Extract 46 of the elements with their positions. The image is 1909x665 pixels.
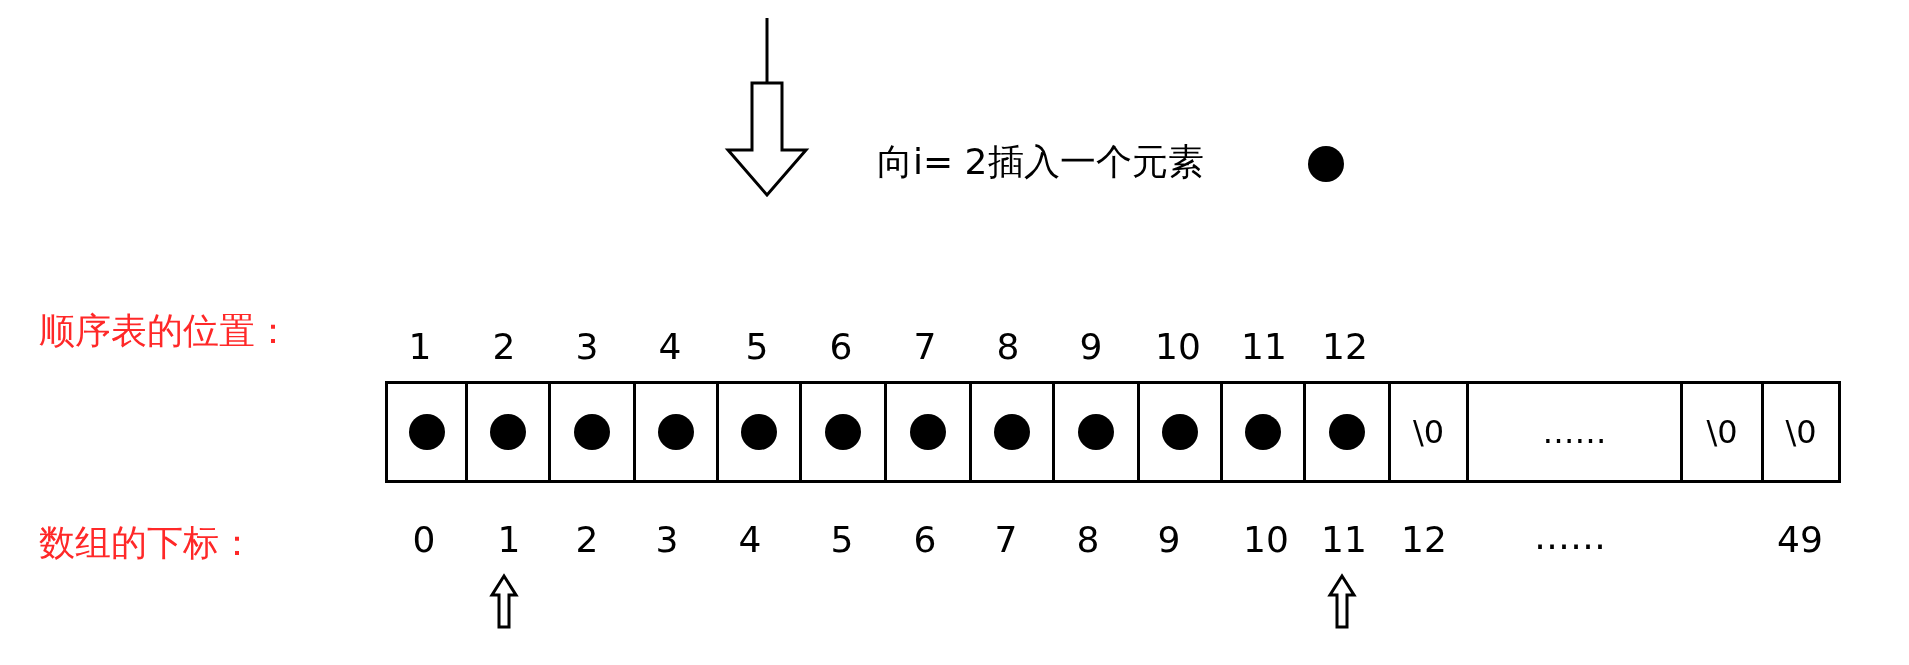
- index-number: 4: [738, 520, 762, 560]
- index-number: 1: [497, 520, 521, 560]
- array-cell: [1052, 381, 1140, 483]
- index-number: 3: [575, 327, 599, 367]
- index-number: 6: [829, 327, 853, 367]
- index-number: ……: [1534, 517, 1606, 557]
- index-number: 49: [1777, 520, 1823, 560]
- array-cell: [1220, 381, 1306, 483]
- index-number: 7: [913, 327, 937, 367]
- array-cell: [465, 381, 551, 483]
- array-cell: [969, 381, 1055, 483]
- index-number: 2: [492, 327, 516, 367]
- index-number: 11: [1321, 520, 1367, 560]
- index-number: 8: [1076, 520, 1100, 560]
- array-cell: [799, 381, 887, 483]
- index-number: 5: [830, 520, 854, 560]
- array-cell: [1303, 381, 1391, 483]
- row-label: 数组的下标：: [39, 523, 255, 563]
- instruction-text: 向i= 2插入一个元素: [877, 142, 1204, 182]
- index-number: 8: [996, 327, 1020, 367]
- index-number: 3: [655, 520, 679, 560]
- index-number: 6: [913, 520, 937, 560]
- index-number: 10: [1243, 520, 1289, 560]
- index-number: 2: [575, 520, 599, 560]
- index-number: 11: [1241, 327, 1287, 367]
- array-cell: \0: [1388, 381, 1469, 483]
- array-cell: [716, 381, 802, 483]
- array-cell: [1137, 381, 1223, 483]
- index-number: 12: [1401, 520, 1447, 560]
- array-cell: \0: [1680, 381, 1764, 483]
- index-number: 0: [412, 520, 436, 560]
- array-cell: ……: [1466, 381, 1683, 483]
- index-number: 7: [994, 520, 1018, 560]
- index-number: 9: [1079, 327, 1103, 367]
- index-number: 10: [1155, 327, 1201, 367]
- index-number: 4: [658, 327, 682, 367]
- array-cell: [548, 381, 636, 483]
- index-number: 1: [408, 327, 432, 367]
- array-cell: [385, 381, 468, 483]
- array-cell: [884, 381, 972, 483]
- index-number: 5: [745, 327, 769, 367]
- index-number: 9: [1157, 520, 1181, 560]
- index-number: 12: [1322, 327, 1368, 367]
- array-cell: [633, 381, 719, 483]
- array-cell: \0: [1761, 381, 1841, 483]
- row-label: 顺序表的位置：: [39, 311, 291, 351]
